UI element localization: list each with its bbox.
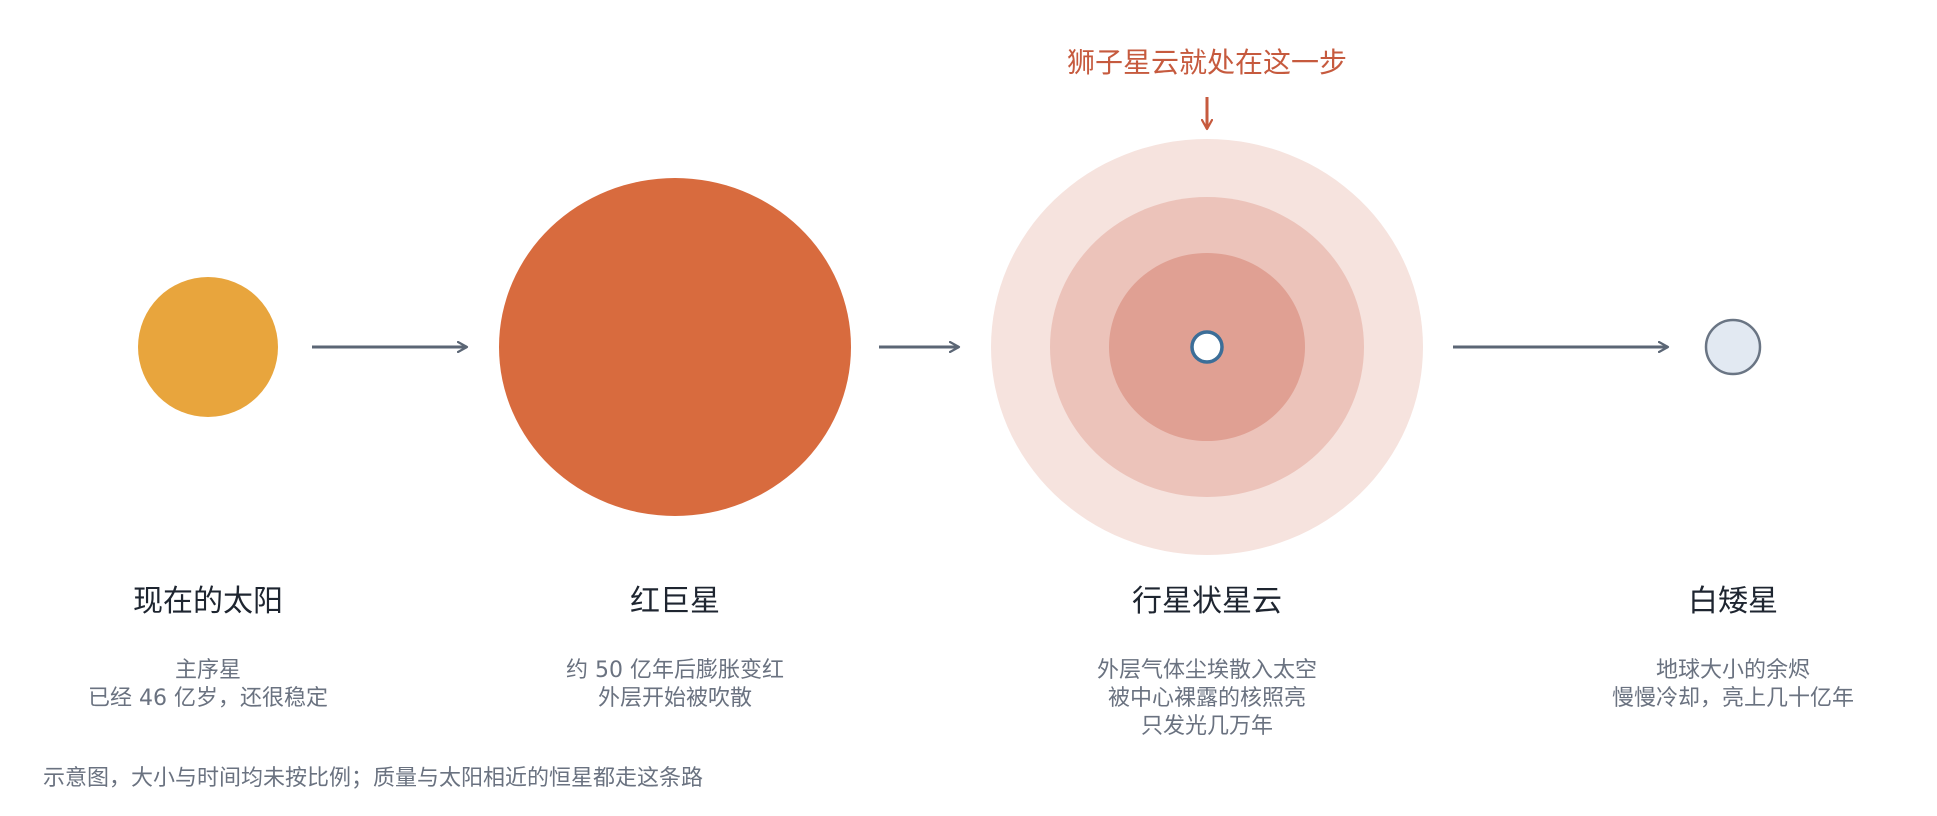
nebula-core [1190,330,1224,364]
stage-desc-red-giant: 约 50 亿年后膨胀变红 外层开始被吹散 [566,658,784,711]
stage-desc-line: 已经 46 亿岁，还很稳定 [88,686,328,711]
stage-desc-line: 地球大小的余烬 [1656,658,1810,683]
white-dwarf-circle [1704,318,1762,376]
stage-desc-line: 主序星 [175,658,241,683]
stage-title-nebula: 行星状星云 [1132,584,1282,619]
stage-desc-nebula: 外层气体尘埃散入太空 被中心裸露的核照亮 只发光几万年 [1097,658,1317,739]
stage-desc-line: 外层开始被吹散 [598,686,752,711]
stage-desc-white-dwarf: 地球大小的余烬 慢慢冷却，亮上几十亿年 [1612,658,1854,711]
stage-title-white-dwarf: 白矮星 [1688,584,1778,619]
planetary-nebula [991,139,1423,555]
red-giant-circle [499,178,851,516]
stage-desc-line: 被中心裸露的核照亮 [1108,686,1306,711]
sun-circle [138,277,278,417]
stage-title-red-giant: 红巨星 [630,584,720,619]
stage-desc-line: 只发光几万年 [1141,714,1273,739]
stage-desc-line: 约 50 亿年后膨胀变红 [566,658,784,683]
stage-desc-line: 慢慢冷却，亮上几十亿年 [1612,686,1854,711]
stage-desc-line: 外层气体尘埃散入太空 [1097,658,1317,683]
stage-desc-sun: 主序星 已经 46 亿岁，还很稳定 [88,658,328,711]
stage-title-sun: 现在的太阳 [133,584,283,619]
footnote: 示意图，大小与时间均未按比例；质量与太阳相近的恒星都走这条路 [43,766,703,791]
callout-label: 狮子星云就处在这一步 [1067,46,1347,79]
